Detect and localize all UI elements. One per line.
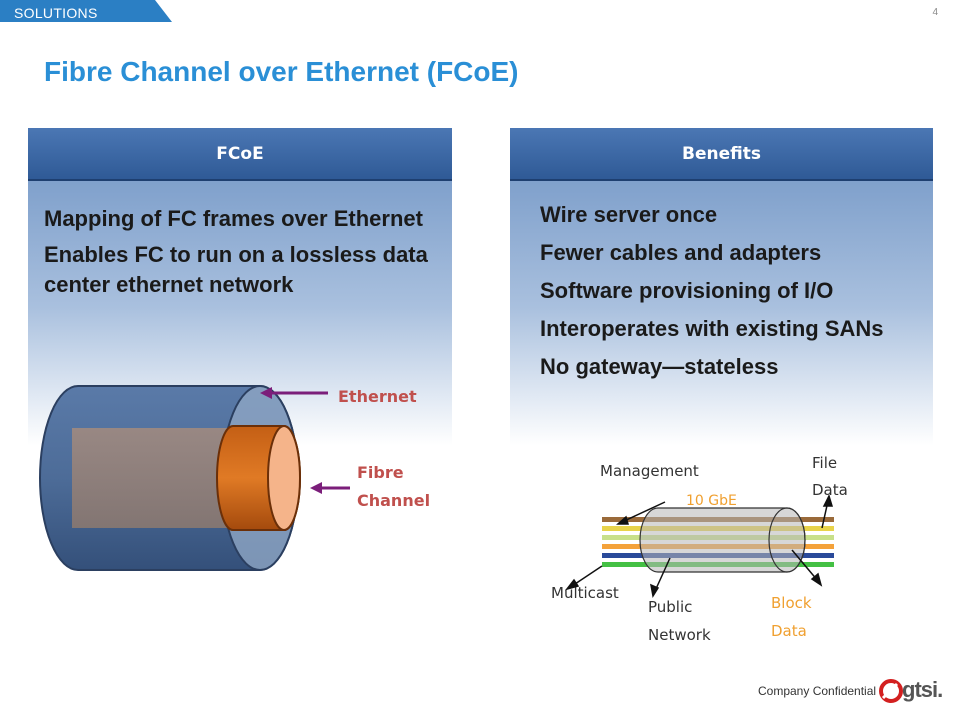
cable-cross-section-diagram: Ethernet Fibre Channel bbox=[39, 385, 430, 571]
benefit-bullet: Fewer cables and adapters bbox=[540, 240, 822, 265]
gtsi-logo-text: gtsi. bbox=[902, 677, 943, 702]
page-title: Fibre Channel over Ethernet (FCoE) bbox=[44, 56, 519, 87]
public-network-label-line2: Network bbox=[648, 626, 711, 644]
block-data-label-line2: Data bbox=[771, 622, 807, 640]
gtsi-swirl-icon bbox=[879, 679, 903, 703]
management-label: Management bbox=[600, 462, 699, 480]
diagram-arrows bbox=[565, 493, 834, 599]
cable-sheath-end bbox=[768, 507, 806, 573]
section-tag-label: SOLUTIONS bbox=[14, 5, 98, 21]
benefits-panel-heading: Benefits bbox=[510, 128, 933, 181]
section-tag-shape bbox=[0, 0, 172, 22]
cable-sheath bbox=[639, 507, 806, 573]
benefits-panel: Benefits Wire server once Fewer cables a… bbox=[510, 128, 933, 644]
multicast-label: Multicast bbox=[551, 584, 619, 602]
benefits-bullet-list: Wire server once Fewer cables and adapte… bbox=[540, 200, 920, 390]
speed-label: 10 GbE bbox=[686, 493, 737, 509]
company-confidential-label: Company Confidential bbox=[758, 684, 877, 698]
benefit-bullet: No gateway—stateless bbox=[540, 354, 779, 379]
fibre-arrowhead bbox=[310, 482, 322, 494]
fibre-label-line1: Fibre bbox=[357, 463, 404, 482]
ethernet-label: Ethernet bbox=[338, 387, 417, 406]
gtsi-logo: gtsi. bbox=[878, 676, 943, 704]
benefit-bullet: Software provisioning of I/O bbox=[540, 278, 834, 303]
fcoe-bullet-list: Mapping of FC frames over Ethernet Enabl… bbox=[44, 204, 434, 306]
section-tag: SOLUTIONS bbox=[0, 0, 180, 28]
benefit-bullet: Interoperates with existing SANs bbox=[540, 316, 884, 341]
fcoe-panel-heading: FCoE bbox=[28, 128, 452, 181]
fcoe-panel: FCoE Mapping of FC frames over Ethernet … bbox=[28, 128, 452, 640]
page-number: 4 bbox=[932, 7, 938, 18]
file-data-label-line2: Data bbox=[812, 481, 848, 499]
file-data-label-line1: File bbox=[812, 454, 837, 472]
fibre-core-face bbox=[267, 425, 301, 531]
benefit-bullet: Wire server once bbox=[540, 202, 718, 227]
fibre-label-line2: Channel bbox=[357, 491, 430, 510]
fcoe-bullet: Mapping of FC frames over Ethernet bbox=[44, 206, 423, 231]
fcoe-bullet: Enables FC to run on a lossless data cen… bbox=[44, 242, 428, 297]
public-network-label-line1: Public bbox=[648, 598, 692, 616]
block-data-label-line1: Block bbox=[771, 594, 812, 612]
ethernet-arrowhead bbox=[260, 387, 272, 399]
converged-cable-diagram: Management 10 GbE File Data Multicast Pu… bbox=[551, 454, 848, 644]
